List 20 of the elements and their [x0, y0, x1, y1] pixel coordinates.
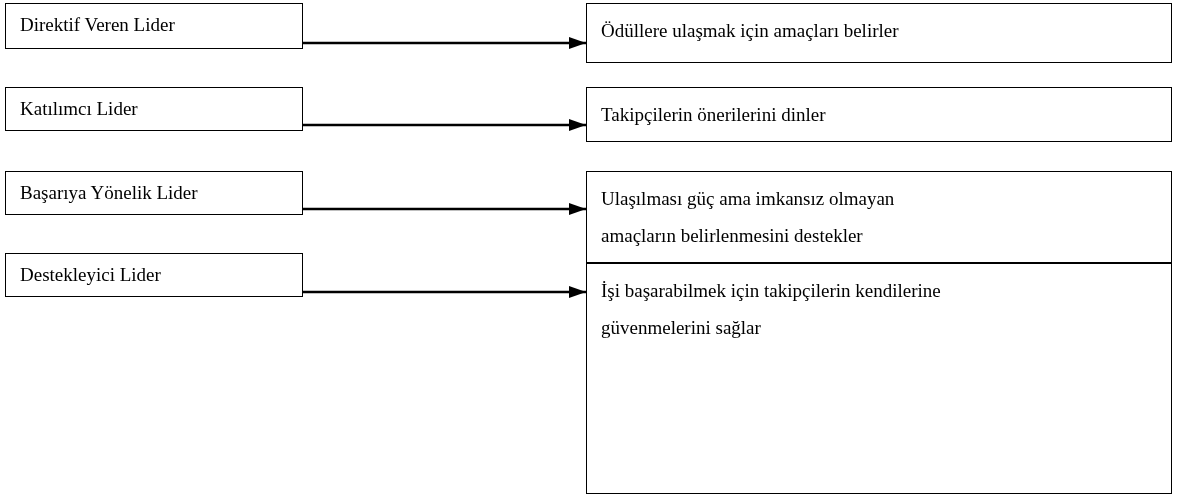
- box-label: İşi başarabilmek için takipçilerin kendilerine güvenmelerini sağlar: [601, 279, 942, 340]
- box-label: Katılımcı Lider: [20, 97, 139, 121]
- box-label: Başarıya Yönelik Lider: [20, 181, 199, 205]
- text-box: [586, 3, 1172, 63]
- text-box: [586, 263, 1172, 494]
- text-box: [5, 87, 303, 131]
- box-label: Ödüllere ulaşmak için amaçları belirler: [601, 19, 900, 43]
- box-label: Direktif Veren Lider: [20, 13, 176, 37]
- text-box: [586, 87, 1172, 142]
- text-box: [5, 3, 303, 49]
- text-box: [5, 171, 303, 215]
- arrow: [303, 285, 586, 299]
- text-box: [586, 171, 1172, 263]
- arrow: [303, 36, 586, 50]
- arrow: [303, 118, 586, 132]
- box-label: Ulaşılması güç ama imkansız olmayan amaçların belirlenmesini destekler: [601, 187, 896, 248]
- box-label: Destekleyici Lider: [20, 263, 162, 287]
- text-box: [5, 253, 303, 297]
- box-label: Takipçilerin önerilerini dinler: [601, 103, 827, 127]
- arrow: [303, 202, 586, 216]
